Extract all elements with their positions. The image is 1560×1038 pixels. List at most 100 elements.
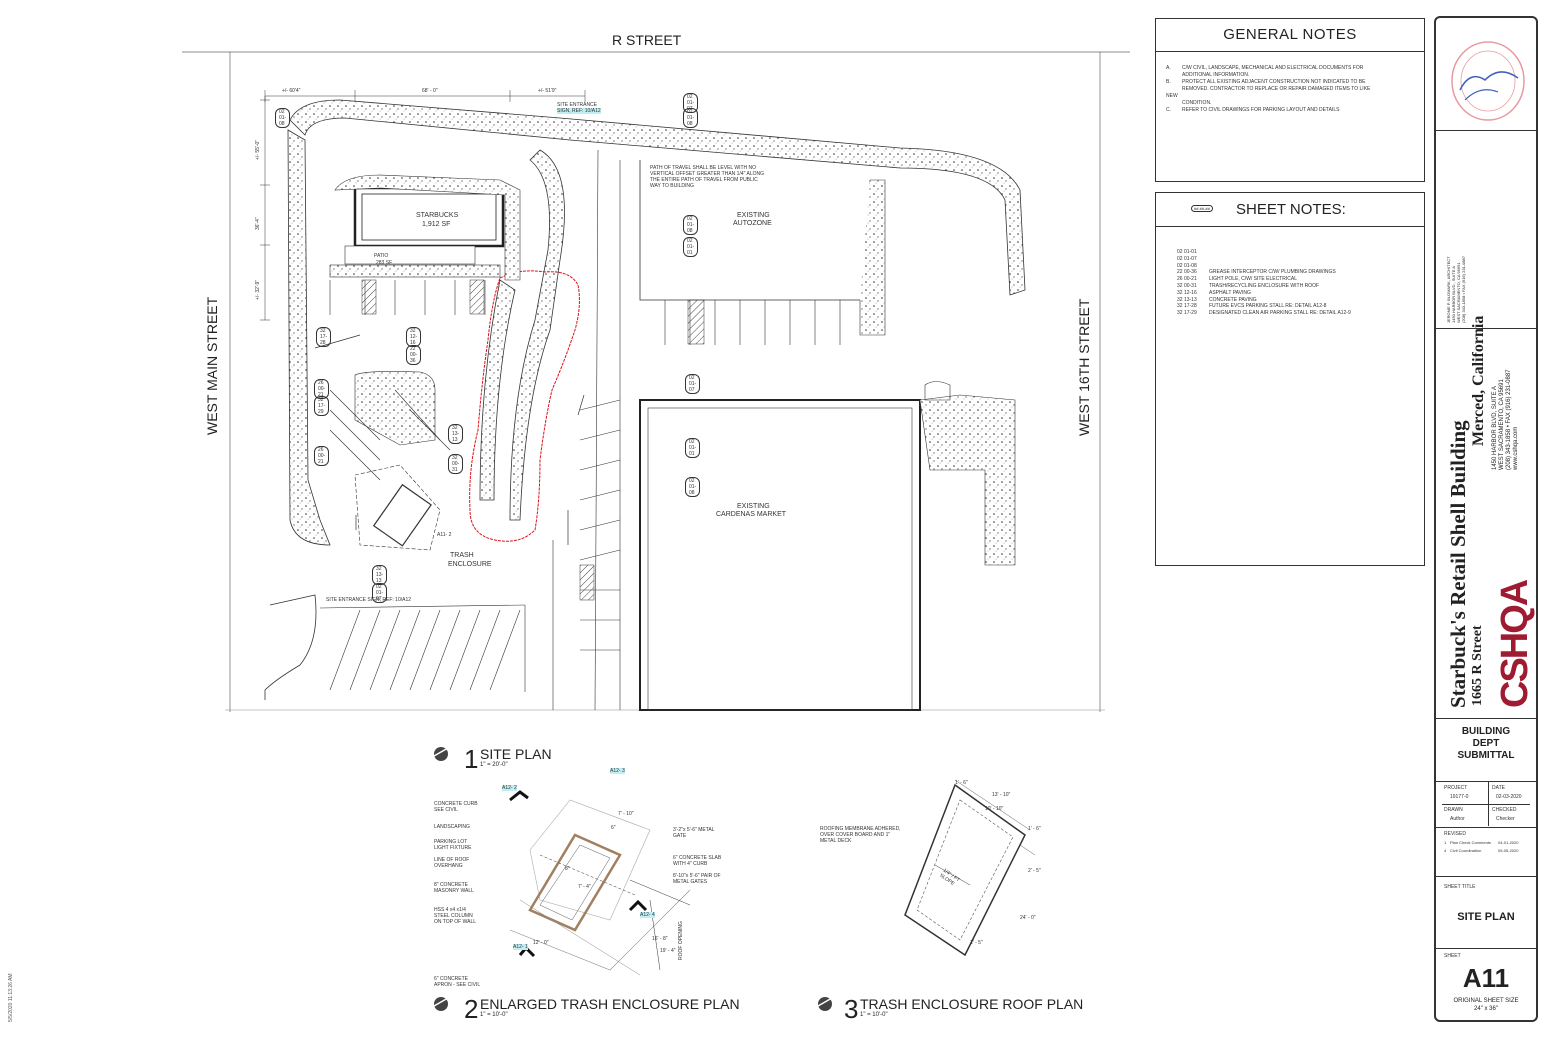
patio-area: 283 SF: [376, 260, 393, 266]
architect-info: JEROME P. BLOMARK, ARCHITECT 1450 HARBOR…: [1446, 256, 1466, 323]
street-west-16th: WEST 16TH STREET: [1076, 298, 1092, 436]
trash-ref-2[interactable]: A12- 3: [610, 768, 625, 774]
trash-dim-6: 16' - 8": [652, 936, 668, 942]
view-title-2: 2 ENLARGED TRASH ENCLOSURE PLAN 1" = 10'…: [430, 994, 740, 1024]
view-symbol-icon: [817, 997, 833, 1011]
project-name: Starbuck's Retail Shell Building: [1446, 420, 1470, 708]
view-symbol-icon: [433, 997, 449, 1011]
keynote-tag: 02 01-08: [275, 108, 291, 128]
keynote-tag: 32 13-13: [448, 424, 464, 444]
roof-dim-7: 1' - 5": [970, 940, 983, 946]
keynote-tag: 26 00-21: [314, 379, 330, 399]
dim-3: +/- 51'9": [538, 88, 557, 94]
detail-ref: A11- 2: [437, 532, 452, 538]
trash-dim-3: 8": [565, 866, 570, 872]
date-label: DATE: [1492, 785, 1505, 791]
sheet-title: SITE PLAN: [1457, 911, 1515, 923]
cardenas-label-2: CARDENAS MARKET: [716, 511, 787, 518]
keynote-tag: 22 00-36: [406, 345, 422, 365]
project-address: 1665 R Street: [1470, 625, 1485, 706]
roof-dim-5: 2' - 5": [1028, 868, 1041, 874]
orig-size-label: ORIGINAL SHEET SIZE: [1453, 998, 1519, 1004]
revision-cloud: [469, 270, 580, 542]
keynote-tag: 02 01-08: [683, 215, 699, 235]
street-west-main: WEST MAIN STREET: [204, 296, 220, 435]
roof-note: ROOFING MEMBRANE ADHERED,OVER COVER BOAR…: [820, 826, 901, 844]
trash-dim-8: ROOF OPENING: [678, 921, 684, 960]
trash-dim-5: 12' - 0": [533, 940, 549, 946]
general-note-line: REMOVED. CONTRACTOR TO REPLACE OR REPAIR…: [1182, 86, 1371, 92]
keynote-tag: 02 01-07: [685, 374, 701, 394]
revised-label: REVISED: [1444, 831, 1466, 837]
trash-ref-4[interactable]: A12- 4: [640, 912, 655, 918]
date-value: 02-03-2020: [1496, 794, 1522, 800]
autozone-label-2: AUTOZONE: [733, 220, 772, 227]
dim-5: 36'-4": [255, 217, 261, 230]
dim-6: +/- 32'-9": [255, 279, 261, 300]
roof-dim-2: 13' - 10": [992, 792, 1011, 798]
trash-ref-3[interactable]: A12- 1: [513, 944, 528, 950]
firm-address: 1450 HARBOR BLVD, SUITE A WEST SACRAMENT…: [1492, 369, 1519, 471]
general-notes-box: GENERAL NOTES A.C/W CIVIL, LANDSCAPE, ME…: [1155, 18, 1425, 182]
project-value: 19177-0: [1450, 794, 1469, 800]
general-note-line: NEW: [1166, 93, 1178, 99]
sheet-title-label: SHEET TITLE: [1444, 884, 1476, 890]
view-symbol-icon: [433, 747, 449, 761]
checked-value: Checker: [1496, 816, 1515, 822]
dim-2: 68' - 0": [422, 88, 438, 94]
dim-4: +/- 55'-0": [255, 139, 261, 160]
keynote-tag: 32 17-28: [316, 327, 332, 347]
submittal-label: BUILDING DEPT SUBMITTAL: [1457, 726, 1515, 761]
keynote-tag: 02 01-07: [683, 93, 699, 113]
project-label: PROJECT: [1444, 785, 1468, 791]
starbucks-area: 1,912 SF: [422, 221, 451, 228]
keynote-tag: 26 00-21: [314, 446, 330, 466]
checked-label: CHECKED: [1492, 807, 1517, 813]
view-title-3: 3 TRASH ENCLOSURE ROOF PLAN 1" = 10'-0": [814, 994, 1083, 1024]
site-plan-drawing: [182, 51, 1130, 712]
sheet-note-line: 02 01-01: [1177, 249, 1197, 255]
trash-ref-1[interactable]: A12- 2: [502, 785, 517, 791]
dim-1: +/- 60'4": [282, 88, 301, 94]
view-title-1: 1 SITE PLAN 1" = 20'-0": [430, 744, 552, 774]
trash-dim-2: 6": [611, 825, 616, 831]
sheet-notes-title: SHEET NOTES:: [1236, 201, 1346, 218]
general-note-line: ADDITIONAL INFORMATION.: [1182, 72, 1250, 78]
drawn-label: DRAWN: [1444, 807, 1463, 813]
street-r: R STREET: [612, 32, 682, 48]
keynote-tag: 02 01-08: [683, 108, 699, 128]
project-location: Merced, California: [1470, 315, 1487, 446]
starbucks-label: STARBUCKS: [416, 212, 459, 219]
keynote-tag: 32 13-13: [372, 565, 388, 585]
keynote-tag: 32 00-31: [448, 454, 464, 474]
site-entrance-note-top: SITE ENTRANCE SIGN, REF: 10/A12: [557, 102, 601, 114]
drawn-value: Author: [1450, 816, 1465, 822]
keynote-tag: 02 01-08: [685, 477, 701, 497]
firm-logo: CSHQA: [1494, 580, 1536, 708]
roof-dim-6: 24' - 0": [1020, 915, 1036, 921]
keynote-tag: 02 01-07: [372, 583, 388, 603]
patio-label: PATIO: [374, 253, 389, 259]
sheet-notes-tag: ## ##-##: [1191, 205, 1213, 212]
architect-stamp-icon: [1451, 41, 1525, 121]
general-notes-title: GENERAL NOTES: [1223, 26, 1357, 43]
trash-dim-4: 7' - 4": [578, 884, 591, 890]
